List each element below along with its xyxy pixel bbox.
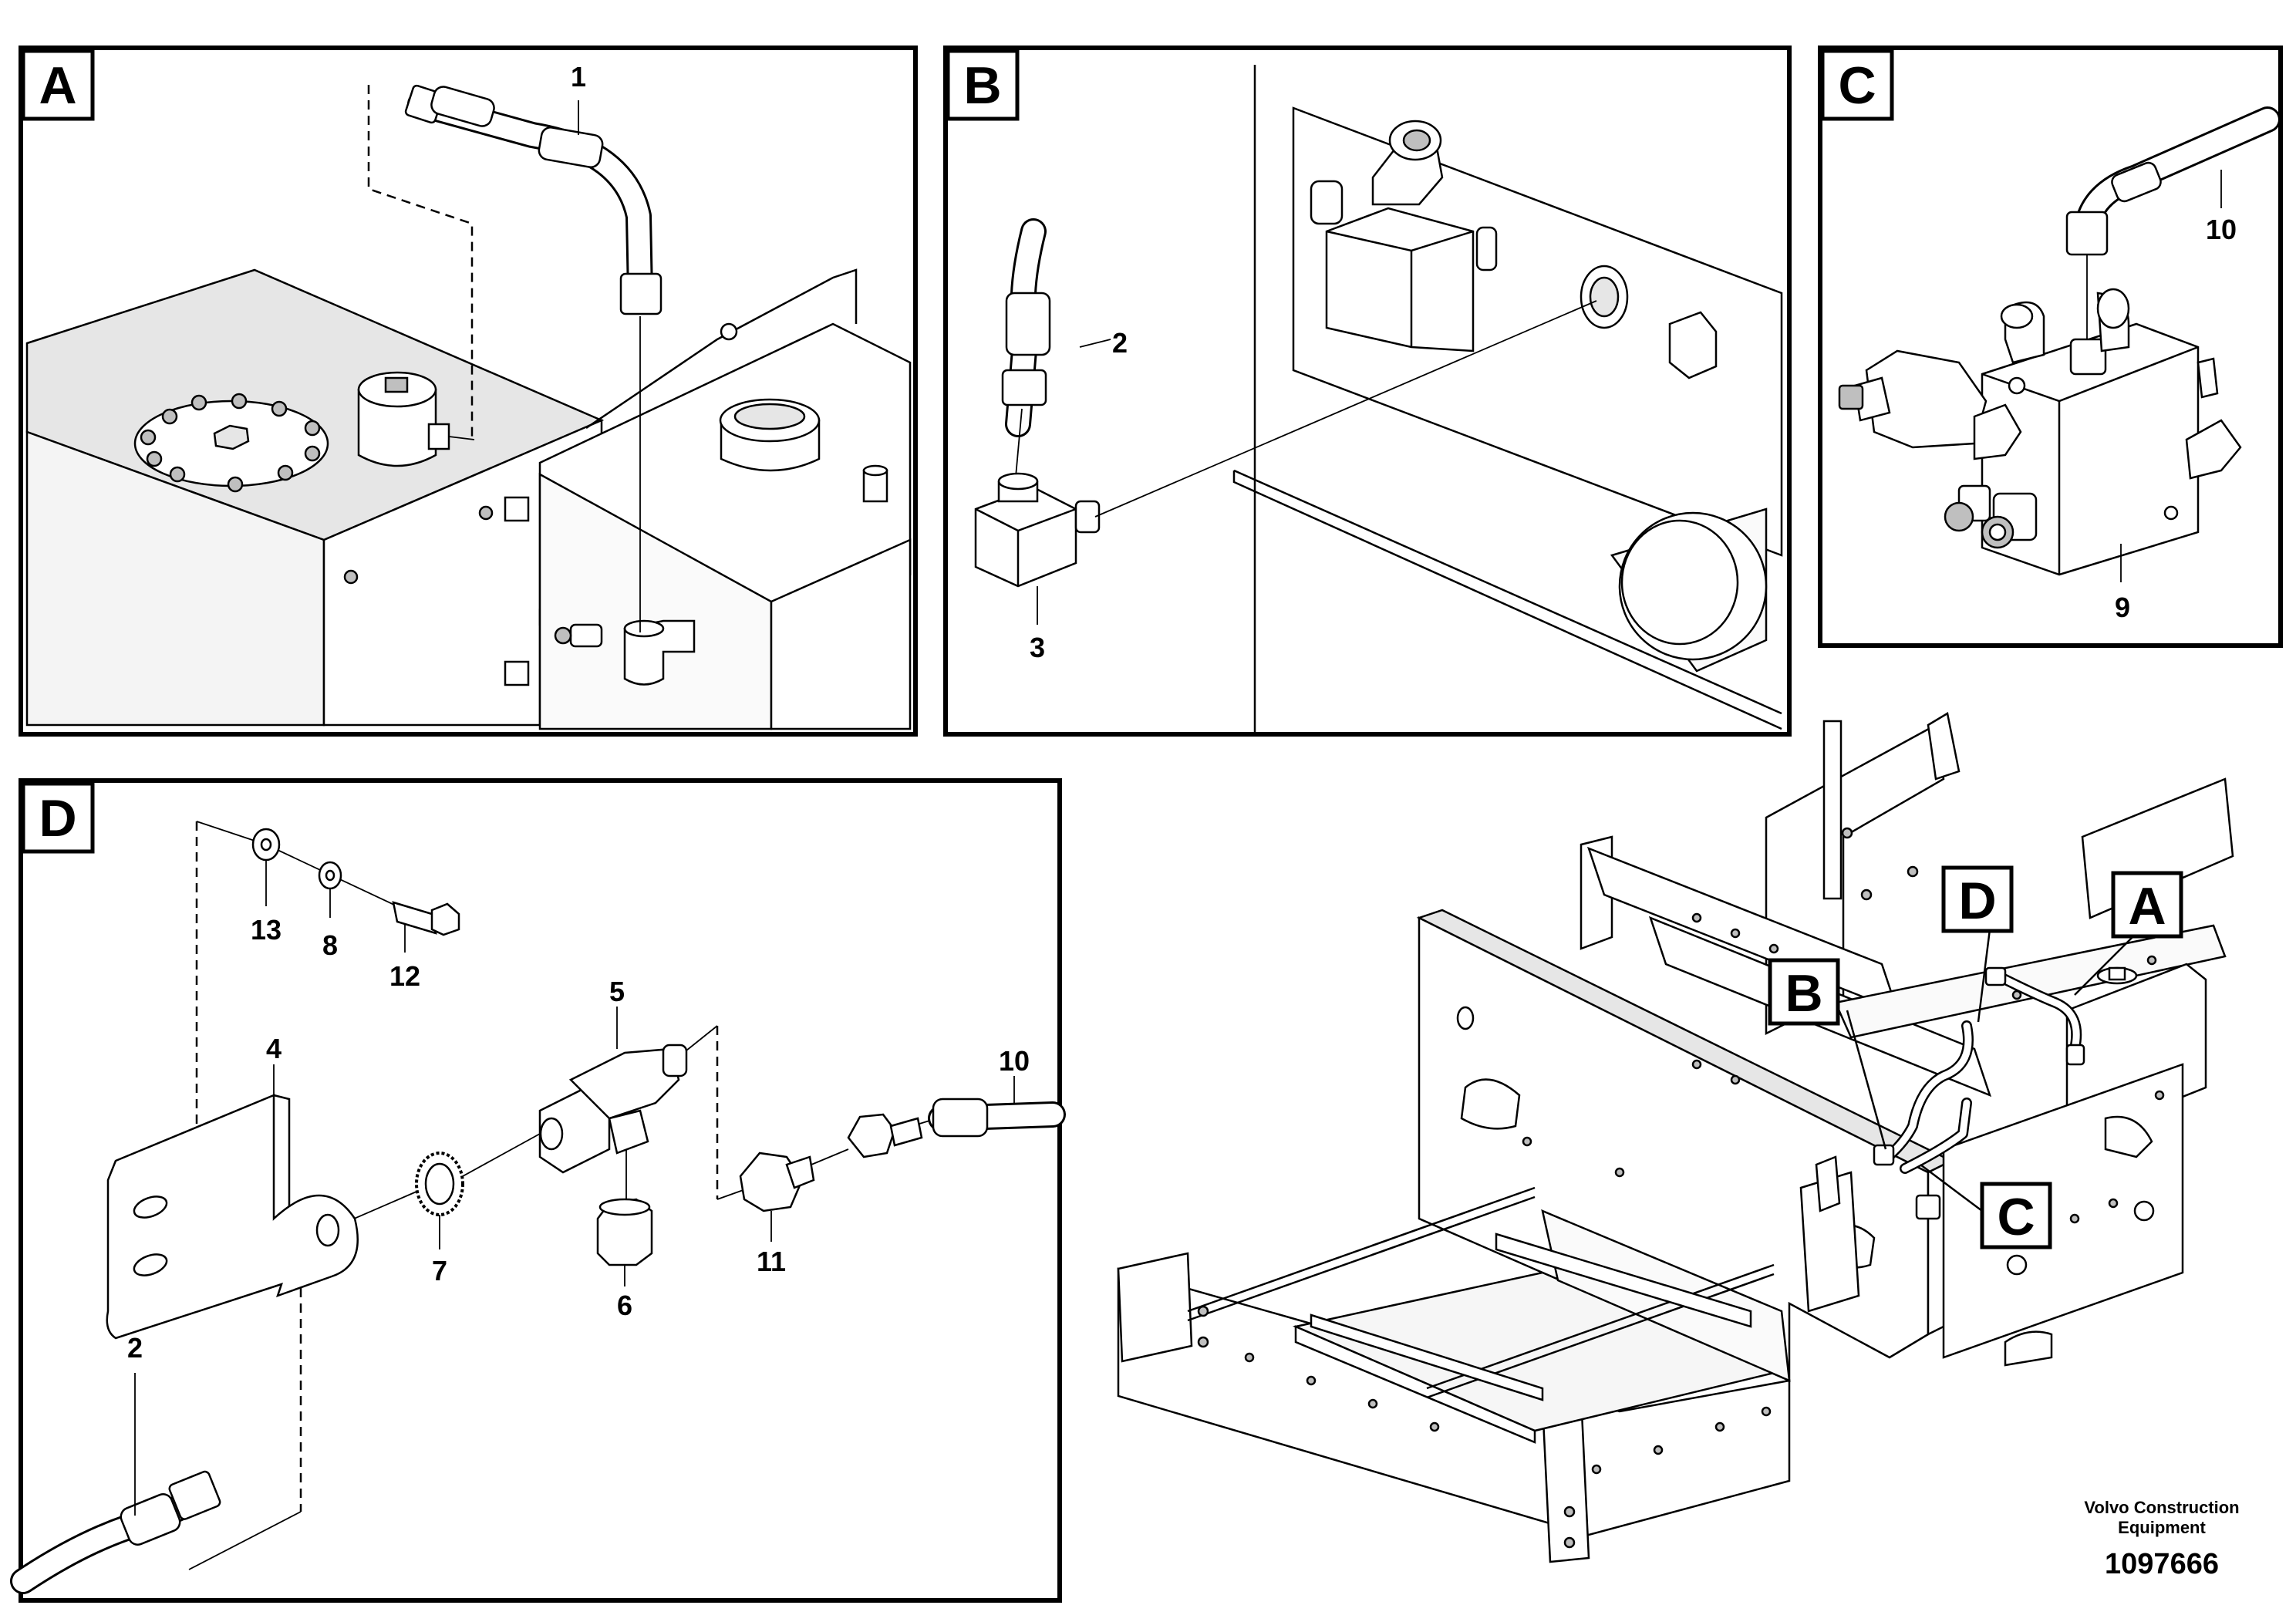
overview-marker-b: B <box>1785 964 1822 1023</box>
panel-b-tag: B <box>963 56 1001 115</box>
callout-6: 6 <box>617 1290 632 1321</box>
callout-7: 7 <box>432 1255 447 1286</box>
panel-d: D 13 8 12 5 4 10 7 6 11 2 <box>10 778 1066 1603</box>
company-name-line1: Volvo Construction <box>2084 1498 2239 1517</box>
panel-c-tag: C <box>1838 56 1876 115</box>
callout-8: 8 <box>322 929 338 961</box>
callout-2: 2 <box>1112 327 1128 359</box>
callout-13: 13 <box>251 914 282 946</box>
panel-b: B 2 3 <box>943 46 1792 737</box>
panel-a: A 1 <box>19 46 918 737</box>
callout-12: 12 <box>389 960 420 992</box>
callout-3: 3 <box>1030 632 1045 663</box>
callout-1: 1 <box>571 61 586 93</box>
panel-a-tag: A <box>39 56 76 115</box>
callout-5: 5 <box>609 976 625 1007</box>
drawing-number: 1097666 <box>2105 1548 2219 1580</box>
overview-marker-c: C <box>1997 1188 2035 1246</box>
overview-frame: D A B C <box>1117 712 2234 1563</box>
company-name-line2: Equipment <box>2118 1518 2206 1537</box>
panel-c: C 10 9 <box>1818 46 2283 648</box>
callout-9: 9 <box>2115 592 2130 623</box>
overview-marker-d: D <box>1958 872 1996 930</box>
callout-4: 4 <box>266 1033 282 1064</box>
callout-2-d: 2 <box>127 1332 143 1364</box>
callout-10-d: 10 <box>999 1045 1030 1077</box>
callout-10-c: 10 <box>2206 214 2237 245</box>
panel-d-tag: D <box>39 789 76 848</box>
footer: Volvo Construction Equipment 1097666 <box>2084 1498 2239 1580</box>
overview-marker-a: A <box>2128 877 2166 936</box>
callout-11: 11 <box>757 1246 786 1277</box>
